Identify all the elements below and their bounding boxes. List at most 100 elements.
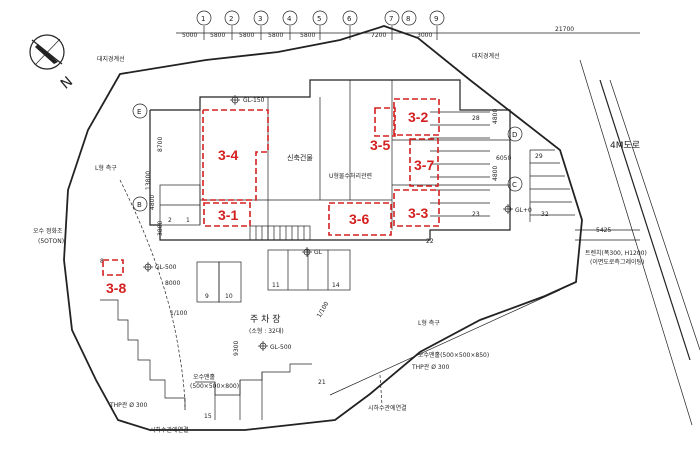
dim-9300-label: 9300 — [233, 341, 240, 356]
slot-22: 22 — [426, 238, 434, 245]
dim-5800-c: 5800 — [268, 32, 283, 39]
culvert-label: U형물수처리관련 — [329, 172, 372, 180]
boundary-right-label: 대지경계선 — [472, 52, 500, 60]
zone-3-6: 3-6 — [349, 211, 369, 227]
dim-5800-d: 5800 — [300, 32, 315, 39]
zone-3-6-outline — [328, 202, 392, 236]
slot-28: 28 — [472, 115, 480, 122]
zone-3-4: 3-4 — [218, 147, 238, 163]
dim-8000-label: 8000 — [165, 280, 180, 287]
dim-5800-b: 5800 — [239, 32, 254, 39]
drainage-lines — [119, 179, 640, 411]
dim-4800-a-label: 4800 — [149, 195, 156, 210]
zone-3-2: 3-2 — [408, 109, 428, 125]
boundary-left-label: 대지경계선 — [97, 55, 125, 63]
dim-4800-b-label: 4800 — [492, 109, 499, 124]
dim-4800-c-label: 4800 — [492, 166, 499, 181]
dim-5425-label: 5425 — [596, 227, 611, 234]
l-ditch-right-label: L형 측구 — [418, 319, 440, 327]
flume-sub-label: (이면도로측그레이팅) — [590, 258, 644, 266]
l-ditch-left-label: L형 측구 — [95, 164, 117, 172]
zone-3-1-outline — [203, 202, 251, 227]
dim-7200: 7200 — [371, 32, 386, 39]
parking-stalls-right — [430, 111, 575, 222]
zone-3-8: 3-8 — [106, 280, 126, 296]
grid-axis-row: 1 2 3 4 5 6 7 8 9 — [196, 10, 445, 26]
grid-axis-3: 3 — [258, 15, 262, 23]
dim-3000: 3000 — [417, 32, 432, 39]
grid-axis-1: 1 — [201, 15, 205, 23]
grid-axis-6: 6 — [347, 15, 352, 23]
gl-top-label: GL — [314, 249, 323, 256]
slot-29: 29 — [535, 153, 543, 160]
north-arrow-icon — [29, 34, 65, 70]
gl-minus150-label: GL-150 — [243, 97, 265, 104]
zone-3-7-outline — [409, 138, 439, 187]
parking-sub: (소형 : 32대) — [249, 327, 284, 335]
site-boundary-outline — [63, 25, 583, 431]
grid-axis-2: 2 — [229, 15, 233, 23]
slot-10: 10 — [225, 293, 233, 300]
slot-8: 8 — [100, 258, 104, 265]
row-axis-c: C — [512, 181, 517, 189]
level-mark-icons — [143, 95, 513, 351]
dim-3800-label: 3800 — [157, 221, 164, 236]
septic-sub-label: (5OTON) — [38, 238, 64, 245]
slope-a-label: 1/100 — [170, 310, 187, 317]
septic-label: 오수 정화조 — [33, 228, 63, 235]
zone-3-5-outline — [374, 107, 396, 137]
connection-a-label: 시하수관에연결 — [150, 426, 189, 434]
slot-1: 1 — [186, 217, 190, 224]
drain-pipe-a-label: THP관 Ø 300 — [109, 401, 147, 409]
road-label: 4M도로 — [610, 141, 640, 151]
row-axis-b: B — [137, 201, 142, 209]
slot-14: 14 — [332, 282, 340, 289]
zone-3-7: 3-7 — [414, 157, 434, 173]
slot-9: 9 — [205, 293, 209, 300]
row-axis-d: D — [512, 131, 517, 139]
zone-3-5: 3-5 — [370, 137, 390, 153]
row-axis-e: E — [137, 108, 141, 116]
grid-axis-8: 8 — [406, 15, 410, 23]
dim-8700-label: 8700 — [157, 137, 164, 152]
slot-21: 21 — [318, 379, 326, 386]
slope-b-label: 1/100 — [316, 300, 331, 319]
drain-pipe-b-label: THP관 Ø 300 — [411, 363, 449, 371]
gl-minus500-a-label: GL-500 — [155, 264, 177, 271]
dim-6050-label: 6050 — [496, 155, 511, 162]
grid-axis-4: 4 — [287, 15, 292, 23]
gl-zero-label: GL+0 — [515, 207, 532, 214]
slot-2: 2 — [168, 217, 172, 224]
slot-15: 15 — [204, 413, 212, 420]
zone-3-3: 3-3 — [408, 205, 428, 221]
grid-axis-9: 9 — [434, 15, 438, 23]
manhole-a-size: (500×500×800) — [190, 383, 239, 390]
zone-3-4-outline — [202, 109, 269, 201]
building-footprint — [149, 79, 511, 241]
slot-23: 23 — [472, 211, 480, 218]
zone-3-3-outline — [393, 189, 440, 227]
north-label: N — [58, 74, 76, 93]
connection-b-label: 시하수관에연결 — [368, 404, 407, 412]
dim-21700: 21700 — [555, 26, 574, 33]
flume-label: 트렌치(폭300, H1200) — [585, 249, 647, 257]
grid-axis-7: 7 — [389, 15, 393, 23]
dim-13800-label: 13800 — [145, 171, 152, 190]
dim-5800-a: 5800 — [210, 32, 225, 39]
gl-minus500-b-label: GL-500 — [270, 344, 292, 351]
zone-3-2-outline — [393, 98, 440, 136]
manhole-a-label: 오수맨홀 — [193, 373, 216, 381]
parking-stalls-bottom — [100, 184, 351, 420]
manhole-b-label: 오수맨홀(500×500×850) — [418, 351, 489, 359]
top-dimension-line: 5000 5800 5800 5800 5800 7200 3000 21700 — [176, 26, 640, 40]
road-edges — [579, 59, 700, 426]
new-building-label: 신축건물 — [287, 153, 313, 162]
parking-title: 주 차 장 — [250, 313, 281, 325]
zone-3-1: 3-1 — [218, 207, 238, 223]
slot-32: 32 — [541, 211, 549, 218]
dim-5000: 5000 — [182, 32, 197, 39]
slot-11: 11 — [272, 282, 280, 289]
zone-3-8-outline — [102, 259, 124, 276]
grid-axis-5: 5 — [317, 15, 321, 23]
